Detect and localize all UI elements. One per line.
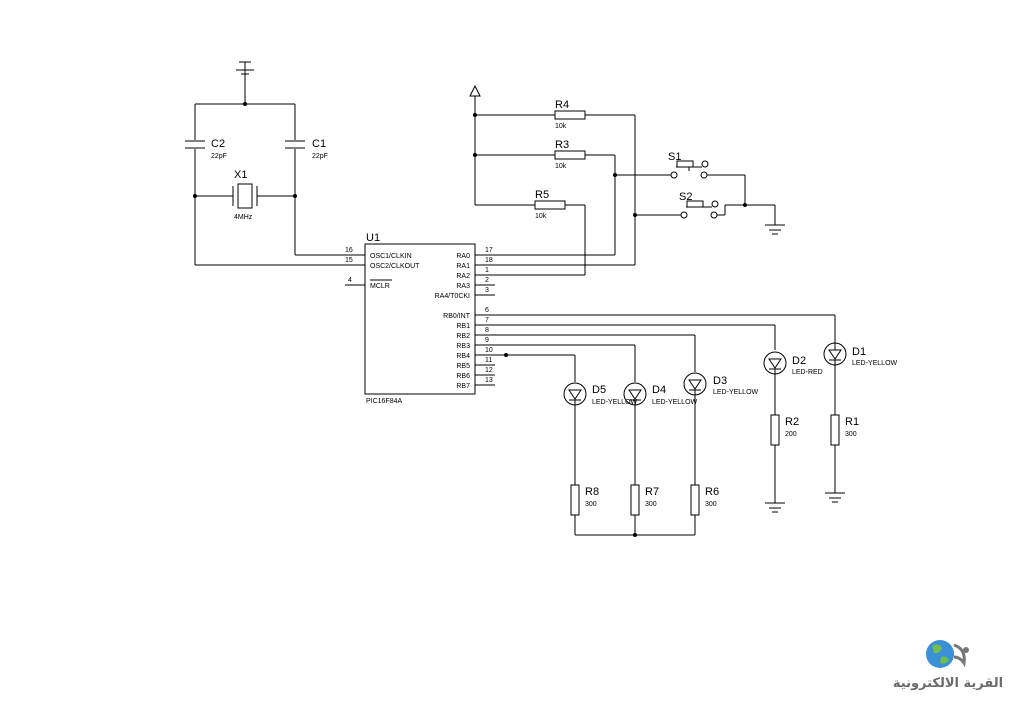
pin-number: 3: [485, 287, 489, 294]
pin-name: RA1: [456, 263, 470, 270]
input-section: [469, 84, 785, 276]
pin-name: RB4: [456, 353, 470, 360]
pin-name: OSC2/CLKOUT: [370, 263, 420, 270]
r7-label: R7: [645, 486, 659, 498]
r1-value: 300: [845, 431, 857, 438]
pin-name: RA2: [456, 273, 470, 280]
pin-number: 8: [485, 327, 489, 334]
pin-name: RA3: [456, 283, 470, 290]
pin-number: 2: [485, 277, 489, 284]
pin-number: 10: [485, 347, 493, 354]
d2-label: D2: [792, 355, 806, 367]
c2-value: 22pF: [211, 153, 227, 160]
logo-text: القرية الالكترونية: [892, 676, 1004, 691]
pin-number: 4: [348, 277, 352, 284]
pin-name: OSC1/CLKIN: [370, 253, 412, 260]
d5-label: D5: [592, 384, 606, 396]
c1-label: C1: [312, 138, 326, 150]
d4-type: LED-YELLOW: [652, 399, 698, 406]
pin-name: RB0/INT: [443, 313, 471, 320]
r5-value: 10k: [535, 213, 547, 220]
pin-number: 15: [345, 257, 353, 264]
pin-name: RB2: [456, 333, 470, 340]
r1-label: R1: [845, 416, 859, 428]
pin-name: RB7: [456, 383, 470, 390]
globe-icon: [926, 640, 969, 668]
s1-label: S1: [668, 151, 681, 163]
pin-name: RB5: [456, 363, 470, 370]
r2-value: 200: [785, 431, 797, 438]
x1-label: X1: [234, 169, 247, 181]
pin-number: 18: [485, 257, 493, 264]
r4-value: 10k: [555, 123, 567, 130]
pin-name: MCLR: [370, 283, 390, 290]
r6-label: R6: [705, 486, 719, 498]
u1-part: PIC16F84A: [366, 398, 403, 405]
pin-number: 1: [485, 267, 489, 274]
x1-value: 4MHz: [234, 214, 253, 221]
r4-label: R4: [555, 99, 569, 111]
pin-number: 9: [485, 337, 489, 344]
pin-name: RB6: [456, 373, 470, 380]
c1-value: 22pF: [312, 153, 328, 160]
c2-label: C2: [211, 138, 225, 150]
pin-name: RB1: [456, 323, 470, 330]
microcontroller-u1: [364, 243, 495, 395]
pin-name: RA0: [456, 253, 470, 260]
d4-label: D4: [652, 384, 666, 396]
output-section: [495, 314, 847, 537]
pin-number: 6: [485, 307, 489, 314]
d5-type: LED-YELLOW: [592, 399, 638, 406]
r7-value: 300: [645, 501, 657, 508]
d1-label: D1: [852, 346, 866, 358]
pin-number: 12: [485, 367, 493, 374]
pin-name: RA4/T0CKI: [435, 293, 470, 300]
s2-label: S2: [679, 191, 692, 203]
r2-label: R2: [785, 416, 799, 428]
u1-label: U1: [366, 232, 380, 244]
r3-label: R3: [555, 139, 569, 151]
d3-label: D3: [713, 375, 727, 387]
r3-value: 10k: [555, 163, 567, 170]
r8-label: R8: [585, 486, 599, 498]
r8-value: 300: [585, 501, 597, 508]
pin-number: 13: [485, 377, 493, 384]
pin-number: 17: [485, 247, 493, 254]
pin-name: RB3: [456, 343, 470, 350]
pin-number: 7: [485, 317, 489, 324]
d2-type: LED-RED: [792, 369, 823, 376]
pin-number: 11: [485, 357, 492, 364]
oscillator-section: [185, 61, 365, 286]
d1-type: LED-YELLOW: [852, 360, 898, 367]
pin-number: 16: [345, 247, 353, 254]
r6-value: 300: [705, 501, 717, 508]
d3-type: LED-YELLOW: [713, 389, 759, 396]
r5-label: R5: [535, 189, 549, 201]
